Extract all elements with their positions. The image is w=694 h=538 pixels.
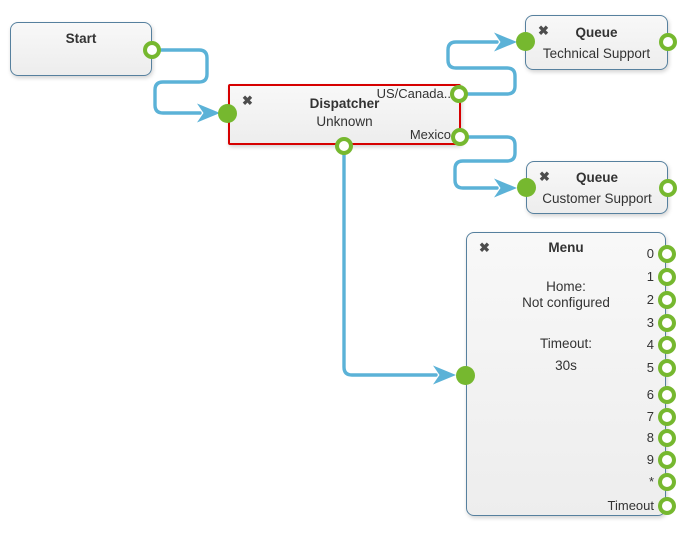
menu-port-2[interactable] <box>658 291 676 309</box>
delete-icon[interactable]: ✖ <box>538 23 549 38</box>
queue-technical-output-port[interactable] <box>659 33 677 51</box>
wire-mexico-to-queue-customer[interactable] <box>453 135 517 190</box>
menu-input-port[interactable] <box>456 366 475 385</box>
menu-port-label-7: 7 <box>646 409 654 424</box>
menu-port-label-2: 2 <box>646 292 654 307</box>
menu-port-6[interactable] <box>658 386 676 404</box>
arrowhead-queue-technical-input <box>494 32 517 52</box>
dispatcher-output-us-canada-port[interactable] <box>450 85 468 103</box>
menu-port-label-5: 5 <box>646 360 654 375</box>
node-dispatcher-subtitle: Unknown <box>316 114 373 129</box>
menu-port-label-timeout: Timeout <box>607 498 654 513</box>
menu-port-label-0: 0 <box>646 246 654 261</box>
start-output-port[interactable] <box>143 41 161 59</box>
wire-start-to-dispatcher[interactable] <box>153 48 209 115</box>
menu-port-label-4: 4 <box>646 337 654 352</box>
menu-port-4[interactable] <box>658 336 676 354</box>
menu-home-label: Home: <box>546 279 586 294</box>
menu-port-8[interactable] <box>658 429 676 447</box>
queue-customer-output-port[interactable] <box>659 179 677 197</box>
menu-port-0[interactable] <box>658 245 676 263</box>
wire-uscanada-to-queue-technical[interactable] <box>446 40 517 96</box>
wire-dispatcher-to-menu[interactable] <box>342 153 438 377</box>
dispatcher-output-bottom-port[interactable] <box>335 137 353 155</box>
menu-port-label-9: 9 <box>646 452 654 467</box>
menu-port-star[interactable] <box>658 473 676 491</box>
menu-home-value: Not configured <box>522 295 610 310</box>
menu-port-9[interactable] <box>658 451 676 469</box>
queue-technical-input-port[interactable] <box>516 32 535 51</box>
menu-port-label-8: 8 <box>646 430 654 445</box>
node-queue-customer-subtitle: Customer Support <box>542 191 652 206</box>
queue-customer-input-port[interactable] <box>517 178 536 197</box>
node-dispatcher[interactable]: ✖ Dispatcher Unknown US/Canada.. Mexico <box>228 84 461 145</box>
delete-icon[interactable]: ✖ <box>242 93 253 108</box>
menu-timeout-label: Timeout: <box>539 336 593 351</box>
dispatcher-output-mexico-port[interactable] <box>451 128 469 146</box>
arrowhead-menu-input <box>433 365 456 385</box>
node-queue-customer[interactable]: ✖ Queue Customer Support <box>526 161 668 214</box>
node-queue-technical-title: Queue <box>575 25 618 40</box>
menu-port-timeout[interactable] <box>658 497 676 515</box>
menu-port-5[interactable] <box>658 359 676 377</box>
output-label-mexico: Mexico <box>409 127 451 142</box>
node-dispatcher-title: Dispatcher <box>309 96 380 111</box>
menu-port-label-1: 1 <box>646 269 654 284</box>
node-start[interactable]: Start <box>10 22 152 76</box>
node-queue-technical[interactable]: ✖ Queue Technical Support <box>525 15 668 70</box>
arrowhead-queue-customer-input <box>494 178 517 198</box>
menu-port-label-3: 3 <box>646 315 654 330</box>
menu-port-1[interactable] <box>658 268 676 286</box>
output-label-us-canada: US/Canada.. <box>376 86 451 101</box>
menu-port-7[interactable] <box>658 408 676 426</box>
node-menu-title: Menu <box>548 240 584 255</box>
delete-icon[interactable]: ✖ <box>539 169 550 184</box>
node-start-title: Start <box>65 31 97 46</box>
arrowhead-dispatcher-input <box>197 103 220 123</box>
delete-icon[interactable]: ✖ <box>479 240 490 255</box>
dispatcher-input-port[interactable] <box>218 104 237 123</box>
menu-port-3[interactable] <box>658 314 676 332</box>
node-queue-technical-subtitle: Technical Support <box>542 46 651 61</box>
menu-port-label-star: * <box>648 474 654 489</box>
node-queue-customer-title: Queue <box>575 170 618 185</box>
menu-timeout-value: 30s <box>555 358 577 373</box>
menu-port-label-6: 6 <box>646 387 654 402</box>
